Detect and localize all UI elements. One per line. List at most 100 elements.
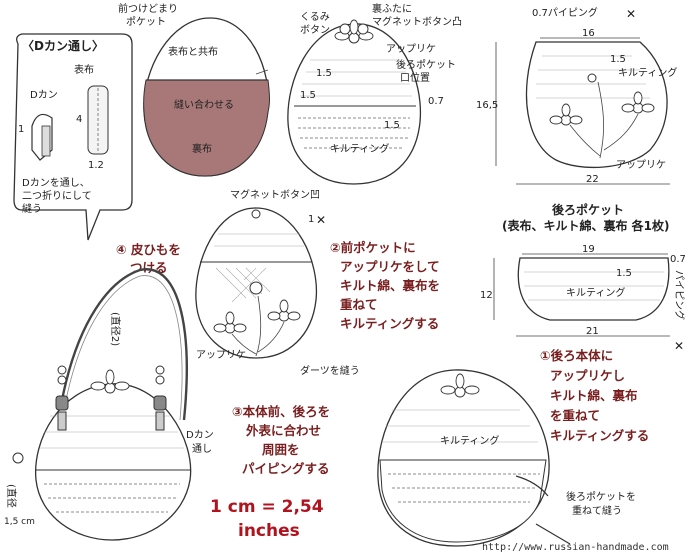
magnet-button	[249, 281, 263, 295]
quilting-label: キルティング	[566, 286, 625, 299]
bag-flower-applique	[90, 369, 130, 394]
step2-line1: ②前ポケットに	[330, 240, 416, 255]
quilt-lines	[300, 59, 412, 97]
urafu-label: 裏布	[192, 142, 212, 155]
cross-mark-2: ✕	[674, 339, 684, 353]
instr-line3: 縫う	[22, 202, 42, 215]
d15a-label: 1.5	[316, 68, 332, 79]
back-pocket-subtitle: (表布、キルト綿、裏布 各1枚)	[502, 218, 670, 233]
magnet-flower-applique	[213, 295, 301, 357]
ushiro-label-1: 後ろポケット	[396, 58, 456, 71]
step1-line4: を重ねて	[550, 408, 600, 423]
n4-label: 4	[76, 114, 82, 125]
dring-panel: 〈Dカン通し〉 表布 Dカン 1 4 1.2 Dカンを通し、 二つ折りにして 縫…	[13, 33, 133, 241]
leather-strap	[60, 268, 188, 421]
instr-line1: Dカンを通し、	[22, 177, 90, 189]
front-body-pattern: くるみ ボタン 裏ふたに マグネットボタン凸 アップリケ 後ろポケット 口位置 …	[287, 2, 462, 185]
magnet-pocket-pattern: マグネットボタン凹 1 ✕ アップリケ ダーツを縫う	[195, 188, 360, 377]
d15c-label: 1.5	[384, 120, 400, 131]
applique-label: アップリケ	[386, 43, 436, 55]
back-pocket-quilt	[524, 271, 664, 301]
dring-title: 〈Dカン通し〉	[22, 38, 104, 53]
conversion-line2: inches	[238, 521, 300, 541]
piping-curl	[515, 475, 549, 497]
back-pocket-outline	[517, 257, 670, 321]
dkan-label: Dカン	[30, 89, 58, 101]
bag-outline	[34, 383, 192, 541]
urafuta-label-1: 裏ふたに	[372, 2, 412, 15]
back-flower-applique	[549, 81, 655, 159]
n1-label: 1	[308, 214, 314, 225]
back-quilt-lines	[536, 55, 650, 99]
n1-label: 1	[18, 124, 24, 135]
bag-view: (直径2) Dカン 通し (直径 1,5 cm	[4, 268, 214, 541]
back-body-pattern: 0.7パイピング ✕ 16 1.5 キルティング 16,5 アップリケ 22	[476, 6, 677, 185]
step2-line2: アップリケをして	[340, 259, 440, 274]
pocket-marker	[255, 69, 269, 75]
back-pocket-title: 後ろポケット	[552, 202, 624, 217]
ushiro-label-2: 口位置	[400, 71, 430, 84]
step1-line3: キルト綿、裏布	[550, 388, 638, 403]
dring-strap	[41, 125, 51, 157]
dkan-label-1: Dカン	[186, 429, 214, 441]
d15b-label: 1.5	[300, 90, 316, 101]
d07-label: 0.7	[428, 96, 444, 107]
conversion-line1: 1 cm = 2,54	[210, 497, 324, 517]
piping-label: パイピング	[673, 270, 686, 320]
d07-label: 0.7	[670, 254, 686, 265]
step2-line5: キルティングする	[340, 316, 439, 331]
dring-left	[55, 365, 69, 431]
h165-label: 16,5	[476, 100, 498, 111]
front-pocket-pattern: 前つけどまり ポケット 表布と共布 縫い合わせる 裏布	[118, 2, 270, 177]
pocket-label-1: 後ろポケットを	[566, 490, 636, 503]
instr-line2: 二つ折りにして	[22, 189, 92, 202]
magnet-top-mark	[251, 209, 261, 219]
applique-label: アップリケ	[196, 349, 246, 361]
assembly-flower	[440, 373, 480, 398]
pocket-label-2: 重ねて縫う	[572, 504, 622, 517]
chokkei-label: (直径	[5, 484, 18, 508]
quilting-label: キルティング	[330, 142, 389, 155]
watermark: http://www.russian-handmade.com	[482, 542, 669, 553]
assembly-stitches	[388, 473, 540, 503]
dkan-label-2: 通し	[192, 443, 212, 455]
top-label-2: ポケット	[126, 16, 166, 28]
h12-label: 12	[480, 290, 493, 301]
cross-mark-3: ✕	[316, 213, 326, 227]
step2-line3: キルト綿、裏布を	[340, 278, 440, 293]
top-label-1: 前つけどまり	[118, 2, 178, 15]
back-assembly: キルティング 後ろポケットを 重ねて縫う	[377, 369, 636, 547]
quilting-stitches	[298, 117, 410, 149]
step3-line4: パイピングする	[242, 461, 330, 476]
assembly-quilting-label: キルティング	[440, 434, 499, 447]
step1-line5: キルティングする	[550, 428, 649, 443]
cross-quilt	[215, 267, 271, 303]
w22-label: 22	[586, 174, 599, 185]
d15-label: 1.5	[616, 268, 632, 279]
body-outline	[287, 23, 422, 185]
needle	[535, 523, 571, 545]
magnet-quilt-top	[214, 233, 304, 247]
quilting-label: キルティング	[618, 66, 677, 79]
w21-label: 21	[586, 326, 599, 337]
omote-label: 表布	[74, 63, 94, 76]
flower-applique	[334, 19, 374, 44]
bag-stitches	[44, 483, 180, 513]
step4-line1: ④ 皮ひもを	[116, 242, 181, 257]
kurumi-label-1: くるみ	[300, 11, 330, 23]
lining-fill	[143, 79, 270, 177]
step2-line4: 重ねて	[340, 297, 378, 312]
cm15-label: 1,5 cm	[4, 517, 35, 527]
assembly-pocket	[379, 459, 547, 543]
w16-label: 16	[582, 28, 595, 39]
bag-quilt-top	[40, 415, 184, 449]
step3-line2: 外表に合わせ	[245, 423, 321, 438]
step3-line3: 周囲を	[262, 442, 300, 457]
w19-label: 19	[582, 244, 595, 255]
n12-label: 1.2	[88, 160, 104, 171]
step1-line2: アップリケし	[550, 368, 625, 383]
button-mark	[587, 73, 597, 83]
speech-bubble	[13, 33, 133, 241]
